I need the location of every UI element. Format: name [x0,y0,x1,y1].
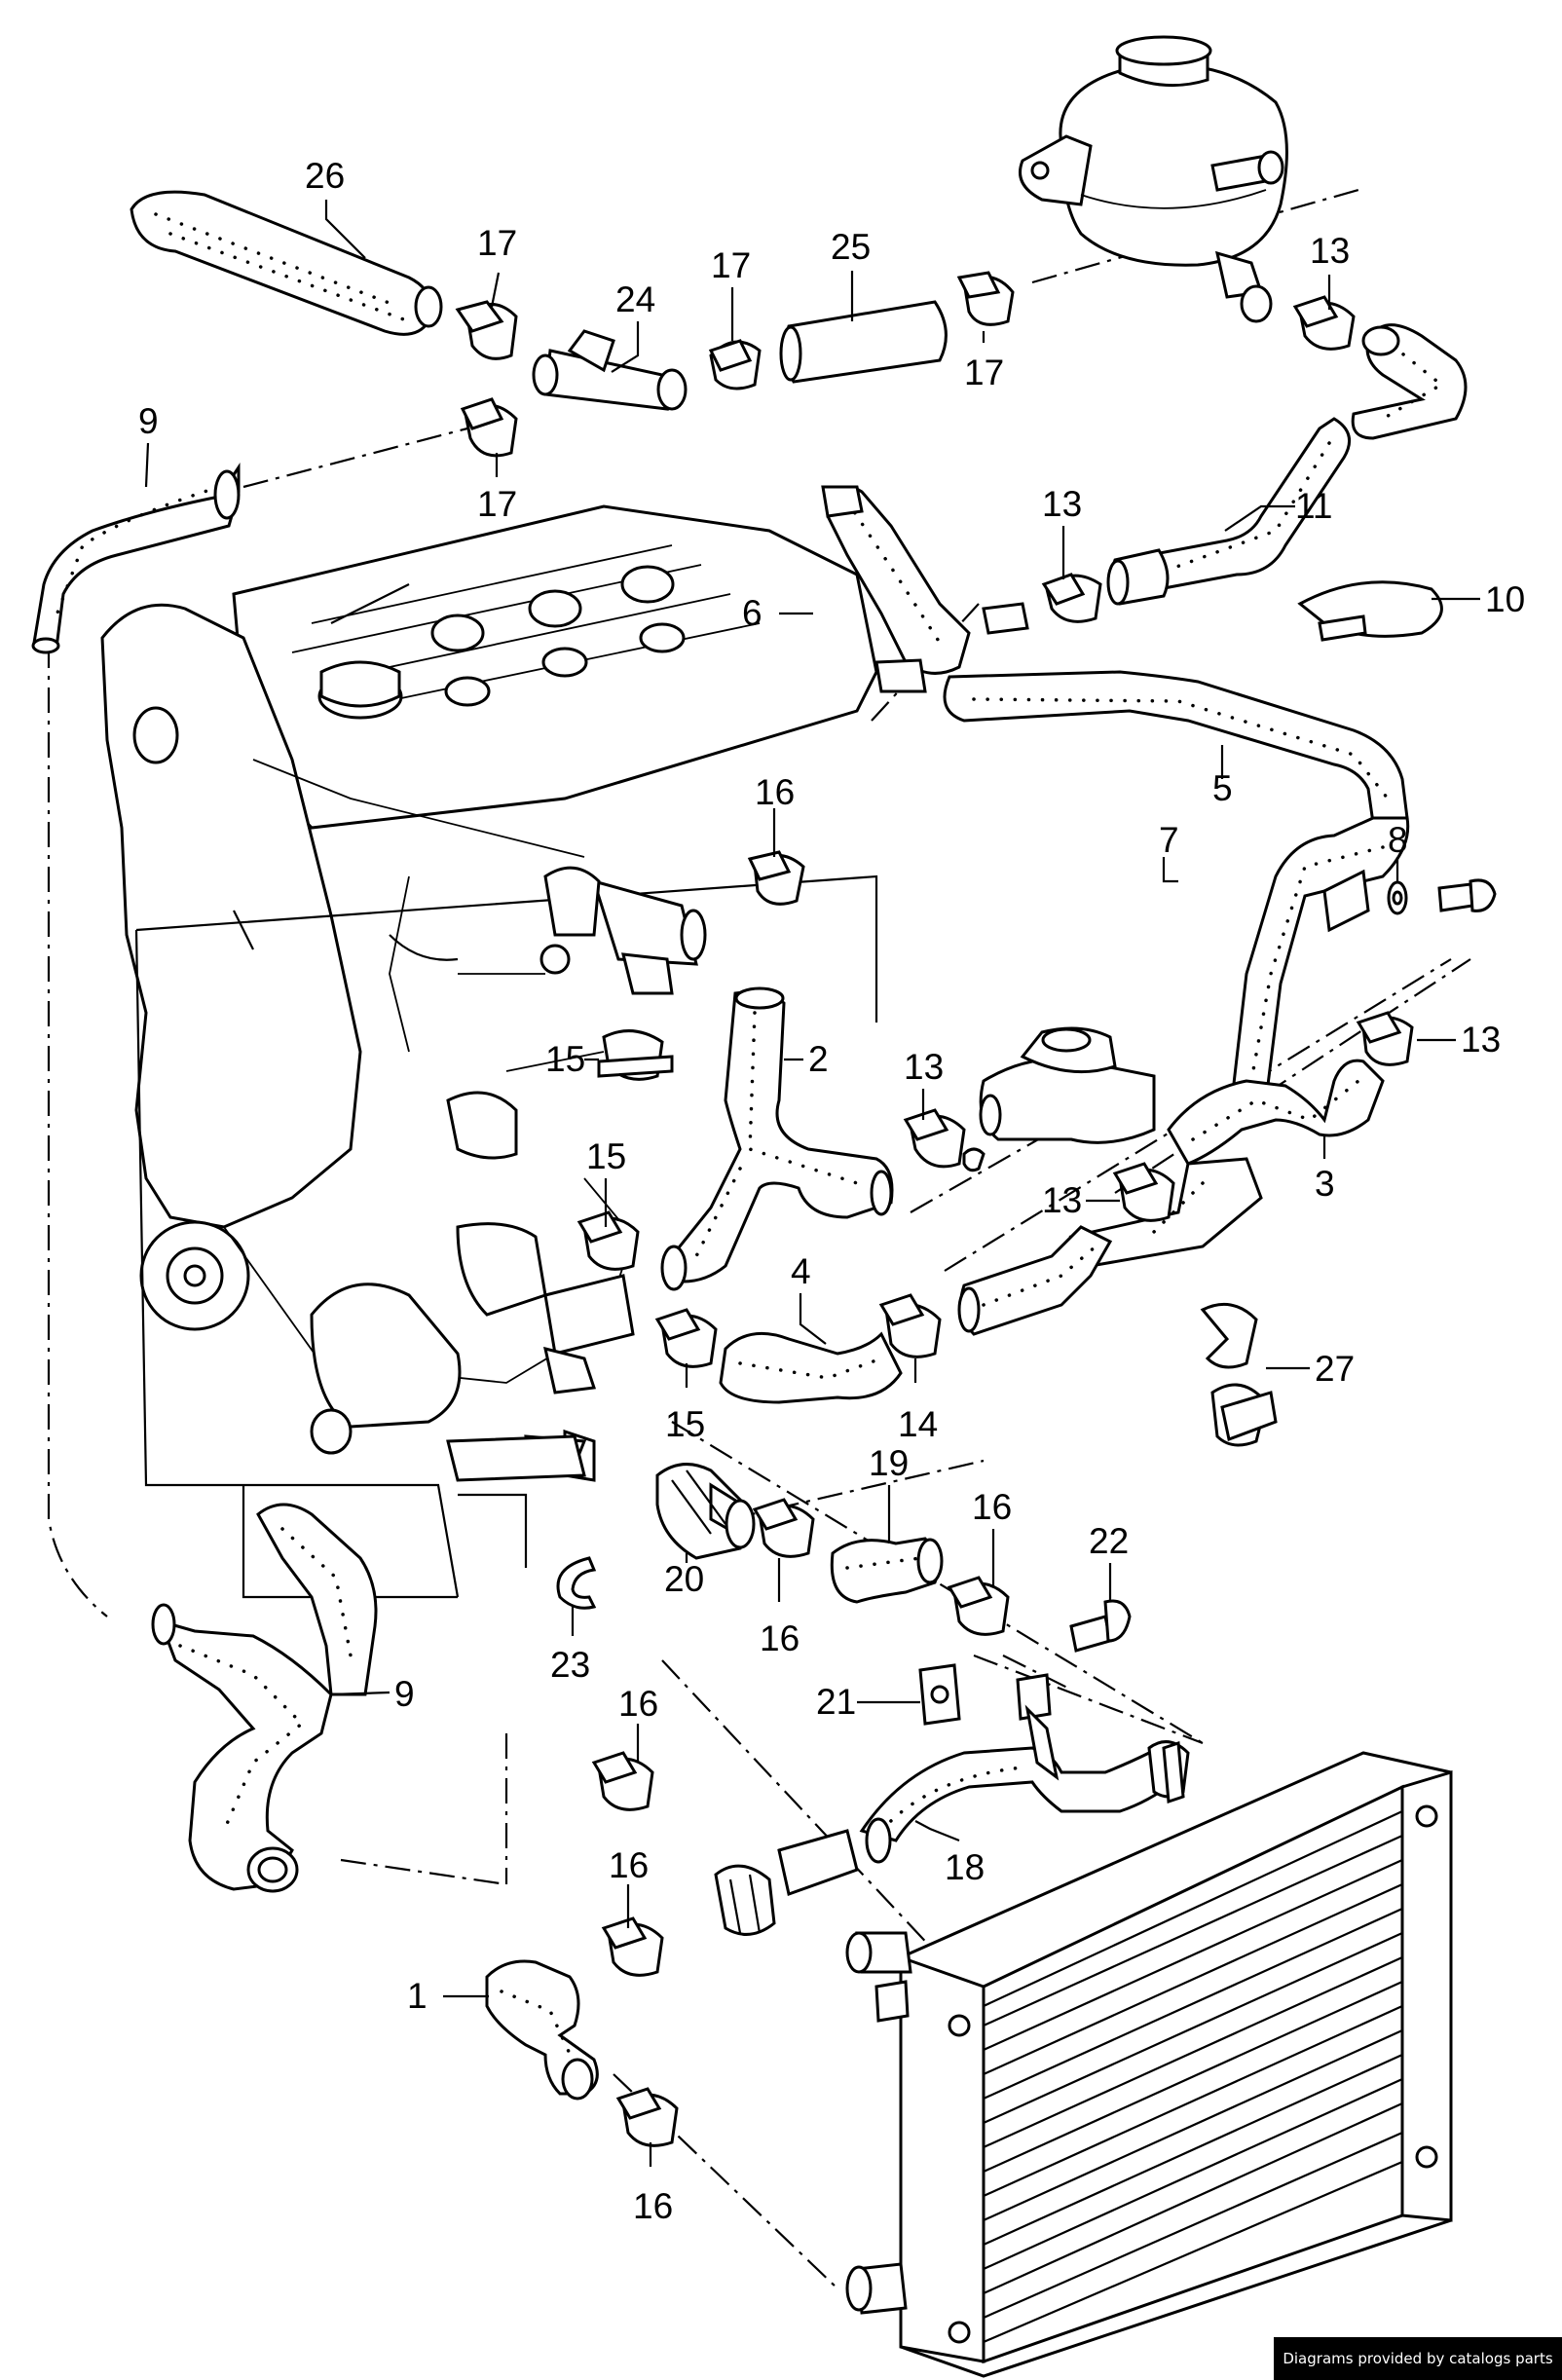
callout-15-upper: 15 [545,1039,585,1079]
callout-25: 25 [831,227,871,267]
callout-2: 2 [808,1039,829,1079]
expansion-tank [1019,35,1288,323]
callout-1: 1 [407,1976,428,2016]
callout-27: 27 [1315,1349,1355,1389]
callout-9-upper: 9 [138,401,159,441]
callout-11: 11 [1295,486,1332,526]
callout-21: 21 [816,1682,856,1722]
pipe-5 [821,485,1410,1102]
clamp-17-lower [460,397,518,458]
clamp-10 [1297,580,1443,642]
callout-16-hose-19: 16 [972,1487,1012,1527]
heater-valve [979,1026,1156,1144]
callout-13-heater: 13 [904,1047,944,1087]
callout-23: 23 [550,1645,590,1685]
clamp-15-mid [576,1210,640,1271]
engine-block [100,504,878,1599]
callout-26: 26 [305,156,345,196]
callout-9-lower: 9 [394,1674,415,1714]
clamp-16-hose-1-upper [601,1916,664,1977]
clamp-17-right [956,271,1015,326]
hose-tank-outlet [1351,323,1468,440]
callout-13-hose-11: 13 [1042,484,1082,524]
clamp-16-hose-1-lower [615,2087,679,2147]
hose-radiator-inlet [714,1829,859,1936]
hose-9-lower [151,1503,378,1893]
hose-9-upper [31,463,241,654]
clamp-17-mid [708,339,762,390]
callout-13-lower: 13 [1042,1180,1082,1220]
hose-heater-return [957,1225,1113,1336]
callout-16-hose-1-upper: 16 [609,1845,649,1885]
clamp-16-radiator-top [591,1751,654,1811]
callout-labels: 26 17 24 17 25 17 13 9 17 13 11 10 6 5 1… [138,156,1525,2226]
hose-25 [779,300,948,384]
clamp-13-hose-11 [1041,573,1102,623]
callout-13-right: 13 [1461,1020,1501,1060]
callout-18: 18 [945,1847,985,1887]
callout-6: 6 [742,593,762,633]
callout-16-connector-20: 16 [760,1618,800,1658]
hose-4 [719,1331,903,1404]
callout-20: 20 [664,1559,704,1599]
clamp-15-lower [654,1308,718,1368]
connector-20 [655,1463,756,1560]
callout-17-lower: 17 [477,484,517,524]
callout-7: 7 [1159,820,1179,860]
callout-22: 22 [1089,1521,1129,1561]
radiator-fins [983,1810,1403,2344]
clamp-16-connector-20 [752,1498,815,1558]
callout-15-mid: 15 [586,1136,626,1176]
pipe-18 [859,1704,1190,1864]
clamp-14 [878,1293,942,1358]
t-connector-24 [532,329,688,411]
callout-24: 24 [615,279,655,319]
hose-11 [1106,417,1352,606]
callout-5: 5 [1212,768,1233,808]
clamp-13-right [1356,1011,1414,1066]
clamp-13-tank [1292,295,1356,351]
callout-4: 4 [791,1251,811,1291]
hose-26 [130,190,443,336]
callout-19: 19 [869,1443,909,1483]
washer-8 [1387,880,1408,915]
callout-16-radiator-top: 16 [618,1684,658,1724]
clamp-13-lower [1112,1162,1175,1222]
clamp-16-hose-19 [947,1576,1010,1636]
callout-16-hose-1-lower: 16 [633,2186,673,2226]
clamp-13-heater [903,1108,986,1172]
callout-13-tank: 13 [1310,231,1350,271]
callout-8: 8 [1388,820,1408,860]
callout-14: 14 [898,1404,938,1444]
callout-17-upper: 17 [477,223,517,263]
hose-3 [1068,1059,1385,1268]
bolt-22 [1069,1599,1132,1653]
callout-16-head: 16 [755,772,795,812]
radiator [845,1751,1453,2378]
callout-15-lower: 15 [665,1404,705,1444]
bolt-7 [1437,878,1497,912]
leader-lines [144,200,1480,2167]
hose-2 [660,986,894,1291]
callout-3: 3 [1315,1164,1335,1204]
callout-17-mid: 17 [711,245,751,285]
clamp-16-head [747,850,805,906]
clamp-17-upper [455,300,518,360]
callout-17-right: 17 [964,353,1004,392]
clamp-15-upper [597,1029,674,1081]
clip-23 [556,1556,597,1610]
hose-19 [830,1537,944,1604]
callout-10: 10 [1485,579,1525,619]
clip-27 [1200,1302,1278,1447]
credit-banner: Diagrams provided by catalogs parts [1274,2337,1562,2380]
hose-1 [485,1959,599,2101]
